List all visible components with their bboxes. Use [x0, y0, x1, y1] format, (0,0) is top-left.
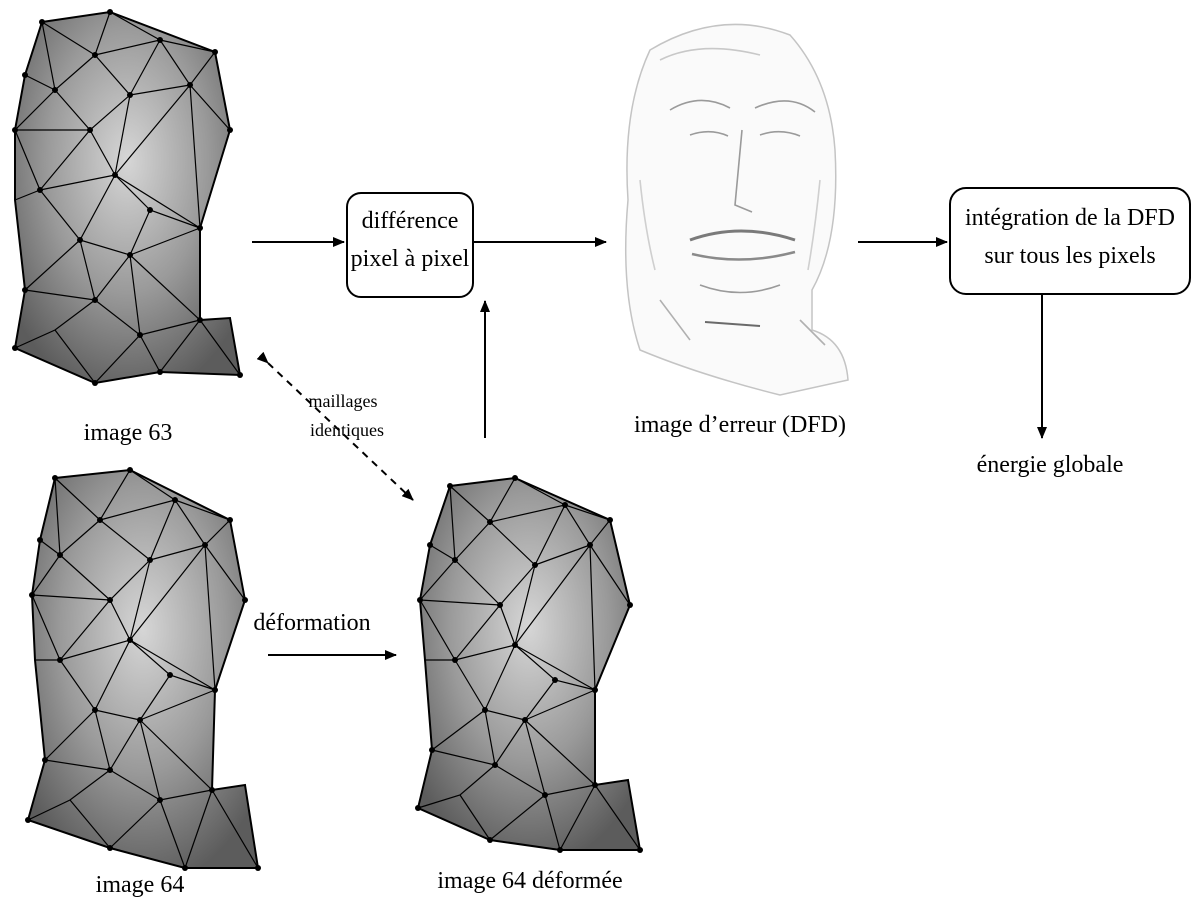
image-63-mesh: [12, 9, 243, 386]
image-64-label: image 64: [96, 872, 185, 898]
identical-meshes-label-2: identiques: [310, 420, 384, 440]
image-64-mesh: [25, 467, 261, 871]
integration-box: intégration de la DFD sur tous les pixel…: [950, 188, 1190, 294]
integration-line2: sur tous les pixels: [984, 243, 1155, 269]
pixel-difference-line1: différence: [362, 208, 459, 234]
pixel-difference-line2: pixel à pixel: [351, 246, 470, 272]
image-63-label: image 63: [84, 420, 173, 446]
global-energy-label: énergie globale: [977, 452, 1124, 478]
identical-meshes-label-1: maillages: [309, 391, 378, 411]
error-image-label: image d’erreur (DFD): [634, 412, 846, 438]
deformation-label: déformation: [253, 610, 370, 636]
image-64-deformed-mesh: [415, 475, 643, 853]
integration-line1: intégration de la DFD: [965, 205, 1175, 231]
pixel-difference-box: différence pixel à pixel: [347, 193, 473, 297]
image-64-deformed-label: image 64 déformée: [437, 868, 622, 894]
error-image-dfd: [626, 24, 848, 395]
